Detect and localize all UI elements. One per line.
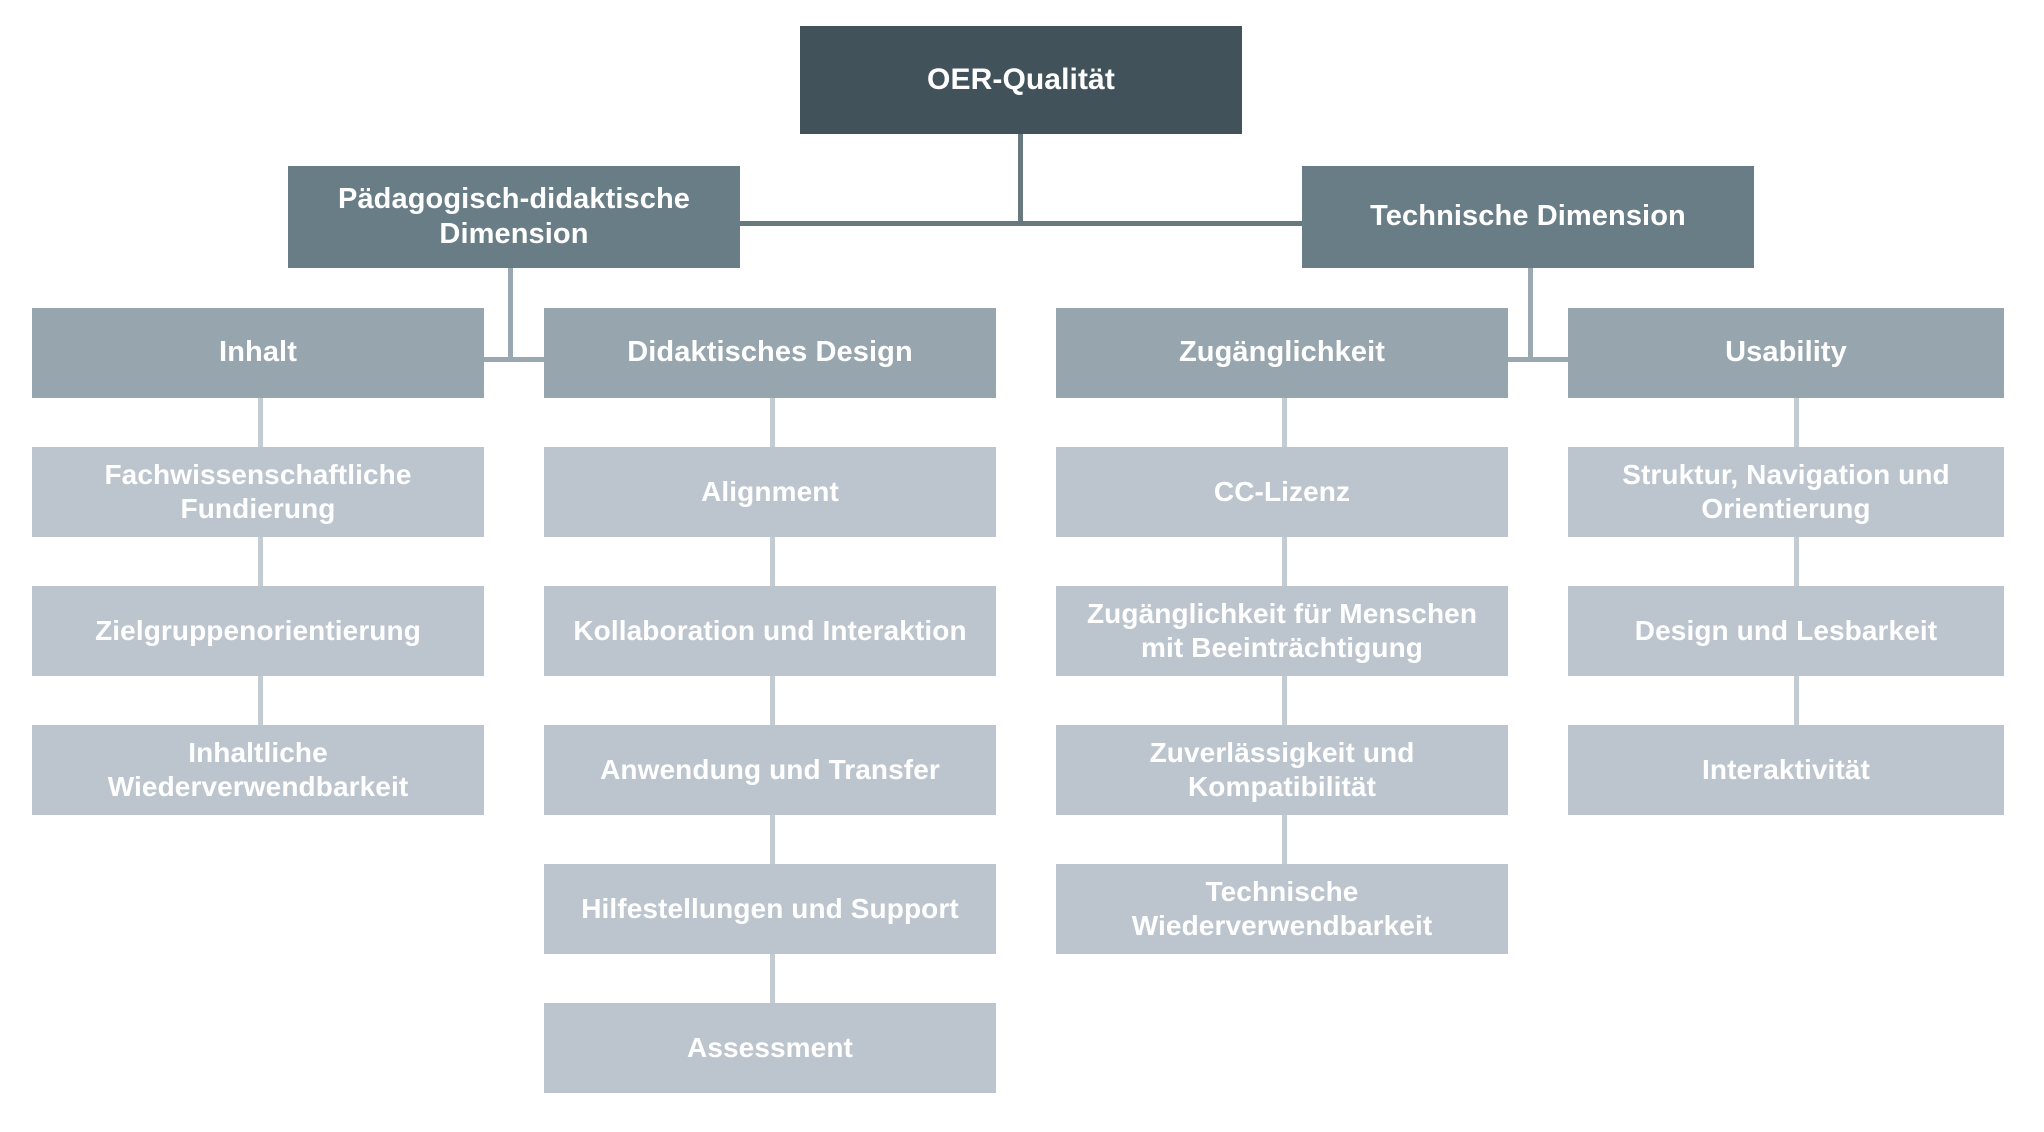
node-leaf-alignment[interactable]: Alignment	[544, 447, 996, 537]
node-leaf-inhaltliche-wiederverwendbarkeit[interactable]: Inhaltliche Wiederverwendbarkeit	[32, 725, 484, 815]
connector-root-stem	[1018, 134, 1023, 224]
node-leaf-hilfestellungen-und-support[interactable]: Hilfestellungen und Support	[544, 864, 996, 954]
node-category-zugaenglichkeit[interactable]: Zugänglichkeit	[1056, 308, 1508, 398]
node-category-usability[interactable]: Usability	[1568, 308, 2004, 398]
node-leaf-anwendung-und-transfer[interactable]: Anwendung und Transfer	[544, 725, 996, 815]
node-leaf-zugaenglichkeit-fuer-menschen-mit-beeintraechtigung[interactable]: Zugänglichkeit für Menschen mit Beeinträ…	[1056, 586, 1508, 676]
node-leaf-fachwissenschaftliche-fundierung[interactable]: Fachwissenschaftliche Fundierung	[32, 447, 484, 537]
node-category-inhalt[interactable]: Inhalt	[32, 308, 484, 398]
node-dimension-technisch[interactable]: Technische Dimension	[1302, 166, 1754, 268]
node-leaf-technische-wiederverwendbarkeit[interactable]: Technische Wiederverwendbarkeit	[1056, 864, 1508, 954]
connector-left-dimension-stem	[508, 268, 513, 360]
connector-spine-didaktisches-design	[770, 398, 775, 1018]
connector-right-dimension-stem	[1528, 268, 1533, 360]
node-leaf-assessment[interactable]: Assessment	[544, 1003, 996, 1093]
node-leaf-cc-lizenz[interactable]: CC-Lizenz	[1056, 447, 1508, 537]
node-leaf-interaktivitaet[interactable]: Interaktivität	[1568, 725, 2004, 815]
node-category-didaktisches-design[interactable]: Didaktisches Design	[544, 308, 996, 398]
connector-left-category-bus	[430, 357, 590, 362]
connector-dimension-bus	[740, 221, 1302, 226]
node-dimension-paedagogisch-didaktisch[interactable]: Pädagogisch-didaktische Dimension	[288, 166, 740, 268]
connector-right-category-bus	[1450, 357, 1610, 362]
node-leaf-kollaboration-und-interaktion[interactable]: Kollaboration und Interaktion	[544, 586, 996, 676]
node-leaf-zuverlaessigkeit-und-kompatibilitaet[interactable]: Zuverlässigkeit und Kompatibilität	[1056, 725, 1508, 815]
node-leaf-zielgruppenorientierung[interactable]: Zielgruppenorientierung	[32, 586, 484, 676]
node-leaf-struktur-navigation-und-orientierung[interactable]: Struktur, Navigation und Orientierung	[1568, 447, 2004, 537]
node-root-oer-qualitaet[interactable]: OER-Qualität	[800, 26, 1242, 134]
node-leaf-design-und-lesbarkeit[interactable]: Design und Lesbarkeit	[1568, 586, 2004, 676]
